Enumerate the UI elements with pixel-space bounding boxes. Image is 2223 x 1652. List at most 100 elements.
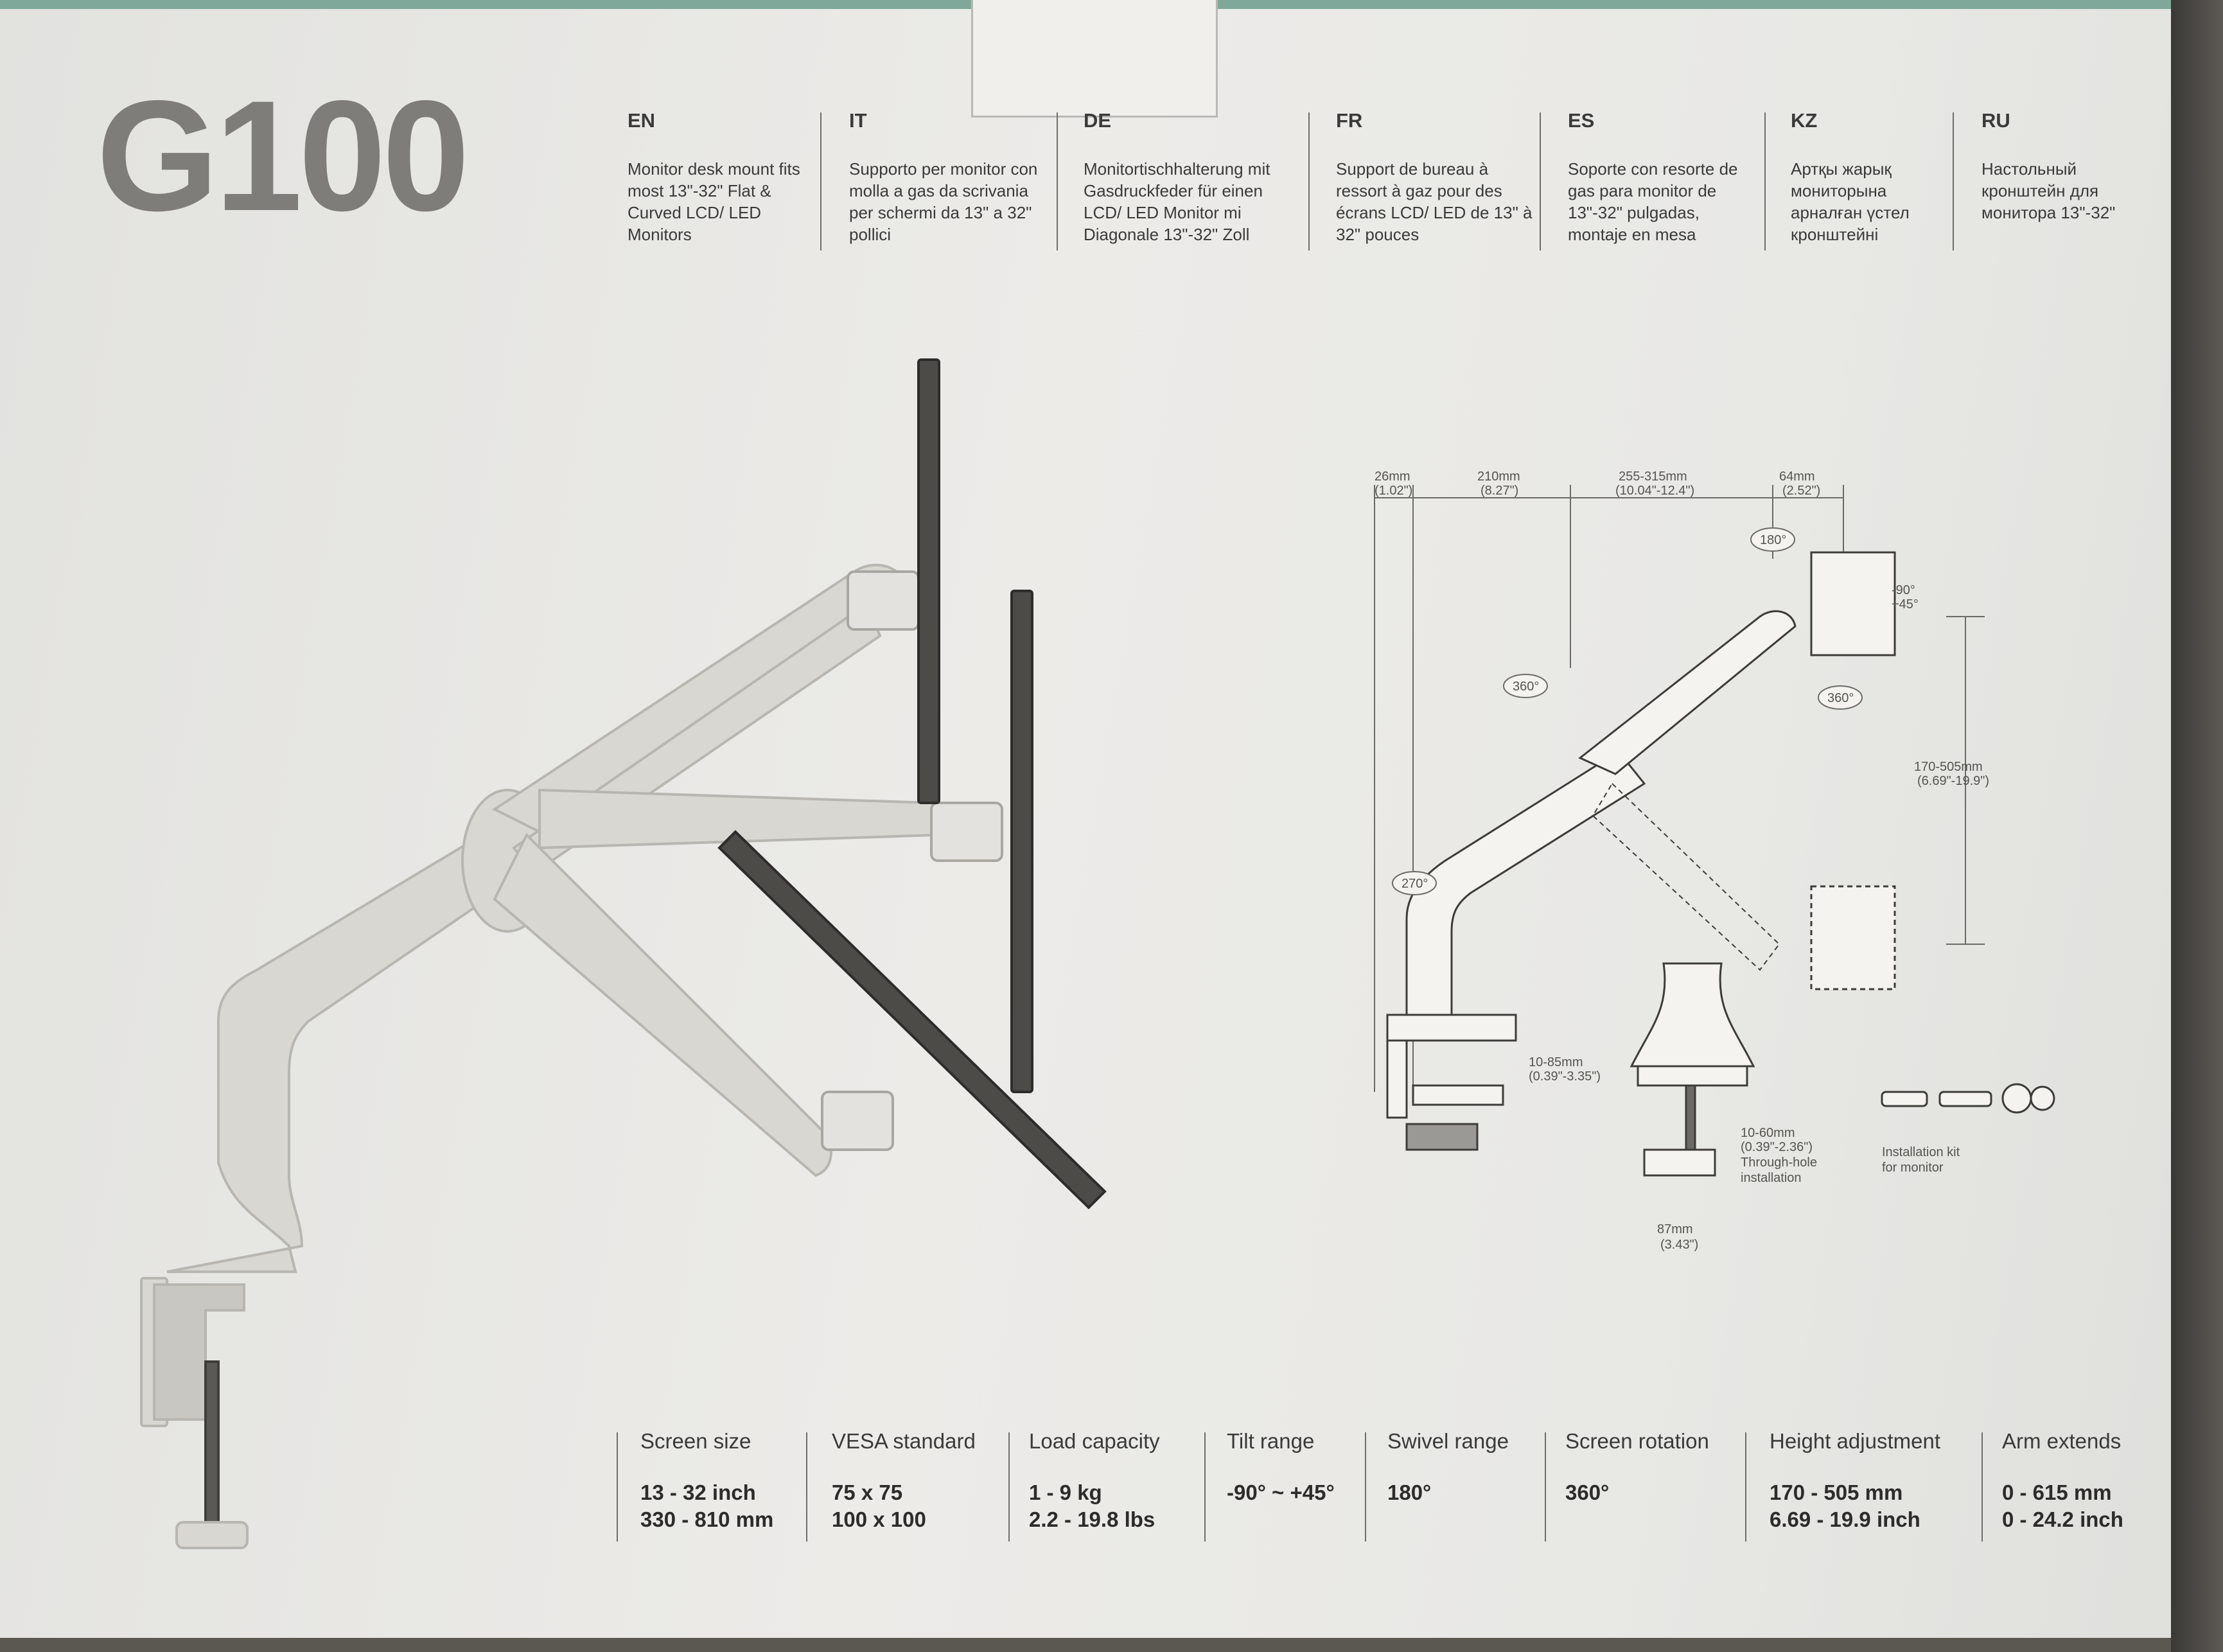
spec-vesa: VESA standard 75 x 75 100 x 100 (832, 1429, 976, 1533)
diagram-pole (1405, 750, 1646, 1016)
diagram-vesa-plate (1810, 551, 1896, 656)
divider (1365, 1432, 1366, 1542)
kit-label-1: Installation kit (1882, 1145, 1960, 1159)
lang-description: Supporto per monitor con molla a gas da … (849, 159, 1038, 244)
divider (1745, 1432, 1746, 1542)
spec-value: 75 x 75 (832, 1481, 903, 1504)
dim-through: 10-60mm (1741, 1126, 1795, 1140)
divider (806, 1432, 807, 1542)
divider (617, 1432, 618, 1542)
diagram-clamp (1386, 1014, 1517, 1042)
dim-height: 170-505mm (1914, 760, 1983, 774)
lang-description: Monitor desk mount fits most 13"-32" Fla… (628, 159, 800, 244)
spec-screen-rotation: Screen rotation 360° (1565, 1429, 1709, 1506)
clamp-screw (204, 1360, 220, 1530)
lang-code: RU (1981, 109, 2010, 132)
lang-code: KZ (1791, 109, 1818, 132)
lang-description: Soporte con resorte de gas para monitor … (1568, 159, 1738, 244)
dimension-diagram: 26mm (1.02") 210mm (8.27") 255-315mm (10… (1374, 470, 2055, 1252)
dim-210mm-in: (8.27") (1481, 484, 1518, 498)
spec-value: -90° ~ +45° (1227, 1481, 1335, 1504)
kit-spacer (2001, 1083, 2032, 1114)
kit-label-2: for monitor (1882, 1161, 1944, 1175)
box-panel: G100 EN Monitor desk mount fits most 13"… (0, 0, 2197, 1638)
spec-value: 170 - 505 mm (1770, 1481, 1903, 1504)
angle-270: 270° (1401, 877, 1428, 891)
divider (1204, 1432, 1206, 1542)
through-label-2: installation (1741, 1171, 1802, 1185)
lang-code: ES (1568, 109, 1595, 132)
lang-code: IT (849, 109, 867, 132)
dim-255mm: 255-315mm (1619, 470, 1687, 484)
diagram-vesa-plate-low (1810, 885, 1896, 990)
divider (1981, 1432, 1983, 1542)
spec-value: 1 - 9 kg (1029, 1481, 1102, 1504)
box-flap-tab (971, 0, 1218, 118)
divider (1953, 112, 1954, 250)
spec-value: 6.69 - 19.9 inch (1770, 1507, 1920, 1531)
spec-arm-extends: Arm extends 0 - 615 mm 0 - 24.2 inch (2002, 1429, 2123, 1533)
dim-base: 87mm (1657, 1222, 1693, 1236)
clamp-body (153, 1283, 245, 1421)
spec-value: 2.2 - 19.8 lbs (1029, 1507, 1155, 1531)
through-label-1: Through-hole (1741, 1156, 1817, 1170)
dim-clamp-in: (0.39"-3.35") (1529, 1069, 1601, 1084)
dim-26mm-in: (1.02") (1375, 484, 1412, 498)
lang-kz: KZ Артқы жарық мониторына арналған үстел… (1791, 109, 2003, 245)
dim-64mm-in: (2.52") (1782, 484, 1820, 498)
angle-360-arm: 360° (1513, 680, 1539, 694)
kit-screw-2 (1938, 1091, 1992, 1107)
spec-swivel-range: Swivel range 180° (1387, 1429, 1509, 1506)
dim-255mm-in: (10.04"-12.4") (1615, 484, 1694, 498)
monitor-top (917, 358, 940, 804)
tilt-head-top (847, 570, 920, 631)
angle-180: 180° (1760, 533, 1786, 547)
lang-de: DE Monitortischhalterung mit Gasdruckfed… (1084, 109, 1296, 245)
divider (1057, 112, 1058, 250)
spec-value: 100 x 100 (832, 1507, 926, 1531)
lang-code: EN (628, 109, 656, 132)
lang-es: ES Soporte con resorte de gas para monit… (1568, 109, 1780, 245)
lang-code: FR (1336, 109, 1363, 132)
lang-fr: FR Support de bureau à ressort à gaz pou… (1336, 109, 1548, 245)
spec-value: 180° (1387, 1481, 1432, 1504)
lang-description: Monitortischhalterung mit Gasdruckfeder … (1084, 159, 1270, 244)
dim-26mm: 26mm (1375, 470, 1410, 484)
spec-title: Screen size (640, 1429, 751, 1453)
spec-title: Tilt range (1227, 1429, 1315, 1453)
spec-value: 13 - 32 inch (640, 1481, 756, 1504)
dim-64mm: 64mm (1779, 470, 1815, 484)
diagram-arm (1578, 610, 1797, 775)
base-pole (166, 814, 555, 1273)
angle-tilt-down: -90° (1892, 583, 1915, 597)
spec-title: Swivel range (1387, 1429, 1509, 1453)
lang-ru: RU Настольный кронштейн для монитора 13"… (1981, 109, 2193, 224)
spec-value: 360° (1565, 1481, 1610, 1504)
lang-description: Настольный кронштейн для монитора 13"-32… (1981, 159, 2116, 222)
divider (1764, 112, 1766, 250)
spec-title: Load capacity (1029, 1429, 1160, 1453)
box-side-flap (2171, 0, 2223, 1652)
through-hole-base (1630, 962, 1755, 1068)
lang-code: DE (1084, 109, 1112, 132)
tilt-head-mid (930, 802, 1003, 862)
spec-tilt-range: Tilt range -90° ~ +45° (1227, 1429, 1335, 1506)
divider (820, 112, 822, 250)
spec-title: Screen rotation (1565, 1429, 1709, 1453)
spec-title: VESA standard (832, 1429, 976, 1453)
dim-clamp: 10-85mm (1529, 1055, 1583, 1069)
clamp-knob (175, 1521, 249, 1549)
lang-en: EN Monitor desk mount fits most 13"-32" … (628, 109, 839, 245)
divider (1540, 112, 1541, 250)
diagram-arm-lowered (1592, 782, 1780, 971)
spec-title: Height adjustment (1770, 1429, 1940, 1453)
divider (1545, 1432, 1546, 1542)
spec-screen-size: Screen size 13 - 32 inch 330 - 810 mm (640, 1429, 773, 1533)
dim-210mm: 210mm (1477, 470, 1520, 484)
product-logo: G100 (96, 67, 470, 243)
monitor-mid (1010, 590, 1033, 1093)
kit-washer (2030, 1085, 2055, 1111)
spec-load-capacity: Load capacity 1 - 9 kg 2.2 - 19.8 lbs (1029, 1429, 1160, 1533)
angle-tilt-up: +45° (1892, 597, 1919, 611)
spec-value: 0 - 24.2 inch (2002, 1507, 2123, 1531)
